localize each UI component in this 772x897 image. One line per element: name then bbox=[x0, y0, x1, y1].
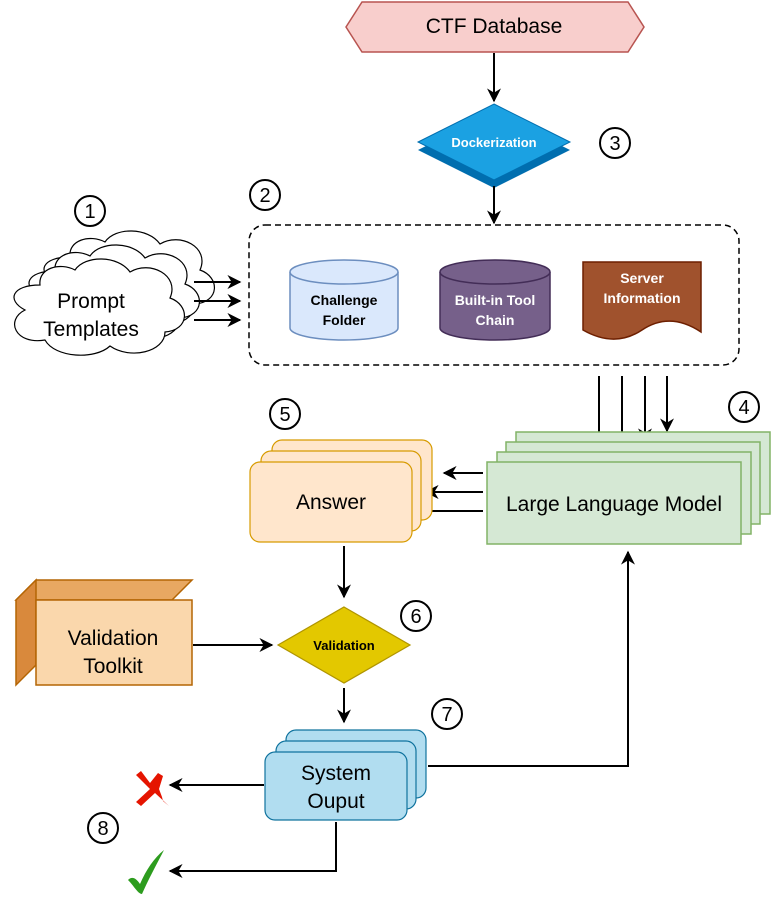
arrows-prompt-to-environment bbox=[194, 275, 242, 327]
answer-label: Answer bbox=[296, 491, 366, 514]
prompt-templates-node: Prompt Templates bbox=[13, 230, 215, 356]
large-language-model-node: Large Language Model bbox=[486, 431, 771, 545]
challenge-folder-label-line2: Folder bbox=[323, 312, 366, 328]
step-marker-2: 2 bbox=[249, 179, 281, 211]
arrow-output-to-success bbox=[168, 822, 337, 878]
builtin-tool-chain-label-line1: Built-in Tool bbox=[455, 292, 536, 308]
validation-label: Validation bbox=[313, 638, 374, 653]
validation-node: Validation bbox=[276, 606, 412, 684]
large-language-model-label: Large Language Model bbox=[506, 493, 722, 516]
prompt-templates-label-line2: Templates bbox=[43, 318, 139, 341]
svg-text:8: 8 bbox=[97, 818, 108, 840]
answer-node: Answer bbox=[249, 439, 433, 543]
system-output-label-line2: Ouput bbox=[307, 790, 364, 813]
environment-container bbox=[248, 224, 740, 366]
cross-icon bbox=[136, 771, 169, 806]
svg-text:2: 2 bbox=[259, 185, 270, 207]
svg-text:5: 5 bbox=[279, 404, 290, 426]
step-marker-3: 3 bbox=[599, 127, 631, 159]
system-output-node: System Ouput bbox=[264, 729, 427, 821]
prompt-templates-label-line1: Prompt bbox=[57, 290, 125, 313]
step-marker-7: 7 bbox=[431, 698, 463, 730]
svg-text:4: 4 bbox=[738, 397, 749, 419]
validation-toolkit-label-line2: Toolkit bbox=[83, 655, 143, 678]
server-information-label-line1: Server bbox=[620, 270, 664, 286]
ctf-database-label: CTF Database bbox=[426, 15, 563, 38]
builtin-tool-chain-node: Built-in Tool Chain bbox=[439, 259, 551, 341]
challenge-folder-node: Challenge Folder bbox=[289, 259, 399, 341]
dockerization-node: Dockerization bbox=[416, 103, 572, 188]
validation-toolkit-label-line1: Validation bbox=[68, 627, 159, 650]
server-information-node: Server Information bbox=[582, 261, 702, 340]
dockerization-label: Dockerization bbox=[451, 135, 536, 150]
validation-toolkit-node: Validation Toolkit bbox=[14, 578, 194, 687]
arrow-output-feedback-to-llm bbox=[428, 550, 635, 767]
svg-text:1: 1 bbox=[84, 201, 95, 223]
step-marker-1: 1 bbox=[74, 195, 106, 227]
checkmark-icon bbox=[128, 850, 164, 894]
step-marker-4: 4 bbox=[728, 391, 760, 423]
step-marker-5: 5 bbox=[269, 398, 301, 430]
ctf-database-node: CTF Database bbox=[345, 1, 645, 53]
svg-text:3: 3 bbox=[609, 133, 620, 155]
system-output-label-line1: System bbox=[301, 762, 371, 785]
step-marker-6: 6 bbox=[400, 600, 432, 632]
step-marker-8: 8 bbox=[87, 812, 119, 844]
challenge-folder-label-line1: Challenge bbox=[311, 292, 378, 308]
svg-text:7: 7 bbox=[441, 704, 452, 726]
svg-text:6: 6 bbox=[410, 606, 421, 628]
server-information-label-line2: Information bbox=[604, 290, 681, 306]
builtin-tool-chain-label-line2: Chain bbox=[476, 312, 515, 328]
